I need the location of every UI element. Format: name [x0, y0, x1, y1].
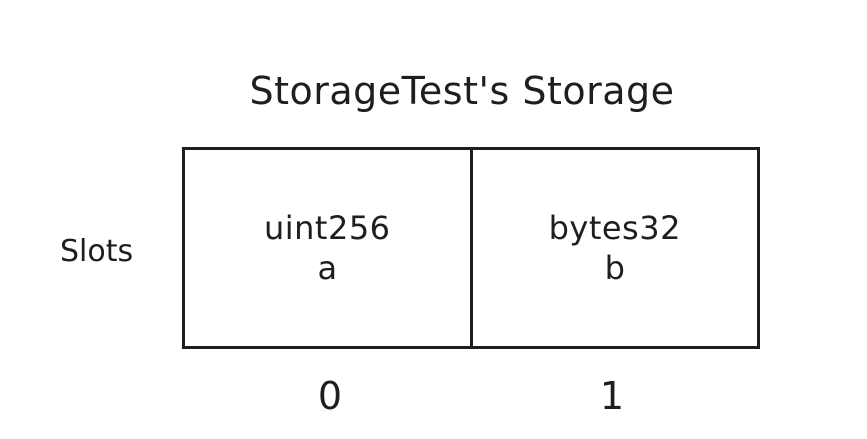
slot-1-index: 1	[599, 374, 625, 418]
slot-0-type: uint256	[263, 209, 391, 247]
slot-1-variable-name: b	[604, 249, 625, 287]
slots-row-label: Slots	[60, 234, 134, 269]
diagram-title: StorageTest's Storage	[249, 69, 675, 113]
storage-slot-0: uint256 a	[185, 150, 470, 346]
storage-slots-table: uint256 a bytes32 b	[182, 147, 760, 349]
storage-slot-1: bytes32 b	[469, 150, 758, 346]
slot-1-type: bytes32	[548, 209, 681, 247]
slot-0-variable-name: a	[317, 249, 338, 287]
slot-0-index: 0	[317, 374, 343, 418]
